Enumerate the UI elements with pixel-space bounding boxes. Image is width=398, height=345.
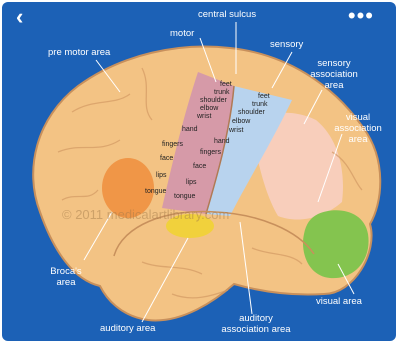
label-broca: Broca's area (46, 266, 86, 288)
label-sensory: sensory (270, 39, 303, 50)
motor-map-label: shoulder (200, 97, 227, 105)
watermark: © 2011 medicalartlibrary.com (62, 207, 229, 222)
sensory-map-label: fingers (200, 149, 221, 157)
label-central-sulcus: central sulcus (198, 9, 256, 20)
motor-map-label: tongue (145, 188, 166, 196)
label-auditory: auditory area (100, 323, 155, 334)
sensory-map-label: trunk (252, 101, 268, 109)
sensory-map-label: face (193, 163, 206, 171)
motor-map-label: face (160, 155, 173, 163)
motor-map-label: elbow (200, 105, 218, 113)
motor-map-label: wrist (197, 113, 211, 121)
label-visual: visual area (316, 296, 362, 307)
sensory-map-label: feet (258, 93, 270, 101)
sensory-map-label: lips (186, 179, 197, 187)
label-visual-association: visual association area (332, 112, 384, 145)
sensory-map-label: elbow (232, 118, 250, 126)
motor-map-label: trunk (214, 89, 230, 97)
motor-map-label: lips (156, 172, 167, 180)
sensory-map-label: hand (214, 138, 230, 146)
motor-map-label: hand (182, 126, 198, 134)
label-sensory-association: sensory association area (308, 58, 360, 91)
label-motor: motor (170, 28, 194, 39)
more-options-icon[interactable]: ••• (348, 7, 374, 25)
motor-map-label: fingers (162, 141, 183, 149)
label-auditory-association: auditory association area (214, 313, 298, 335)
motor-map-label: feet (220, 81, 232, 89)
label-pre-motor: pre motor area (48, 47, 110, 58)
sensory-map-label: shoulder (238, 109, 265, 117)
diagram-frame: ‹ ••• central sulcus motor sensory pre m… (2, 2, 396, 341)
sensory-map-label: wrist (229, 127, 243, 135)
back-chevron-icon[interactable]: ‹ (16, 4, 23, 30)
sensory-map-label: tongue (174, 193, 195, 201)
